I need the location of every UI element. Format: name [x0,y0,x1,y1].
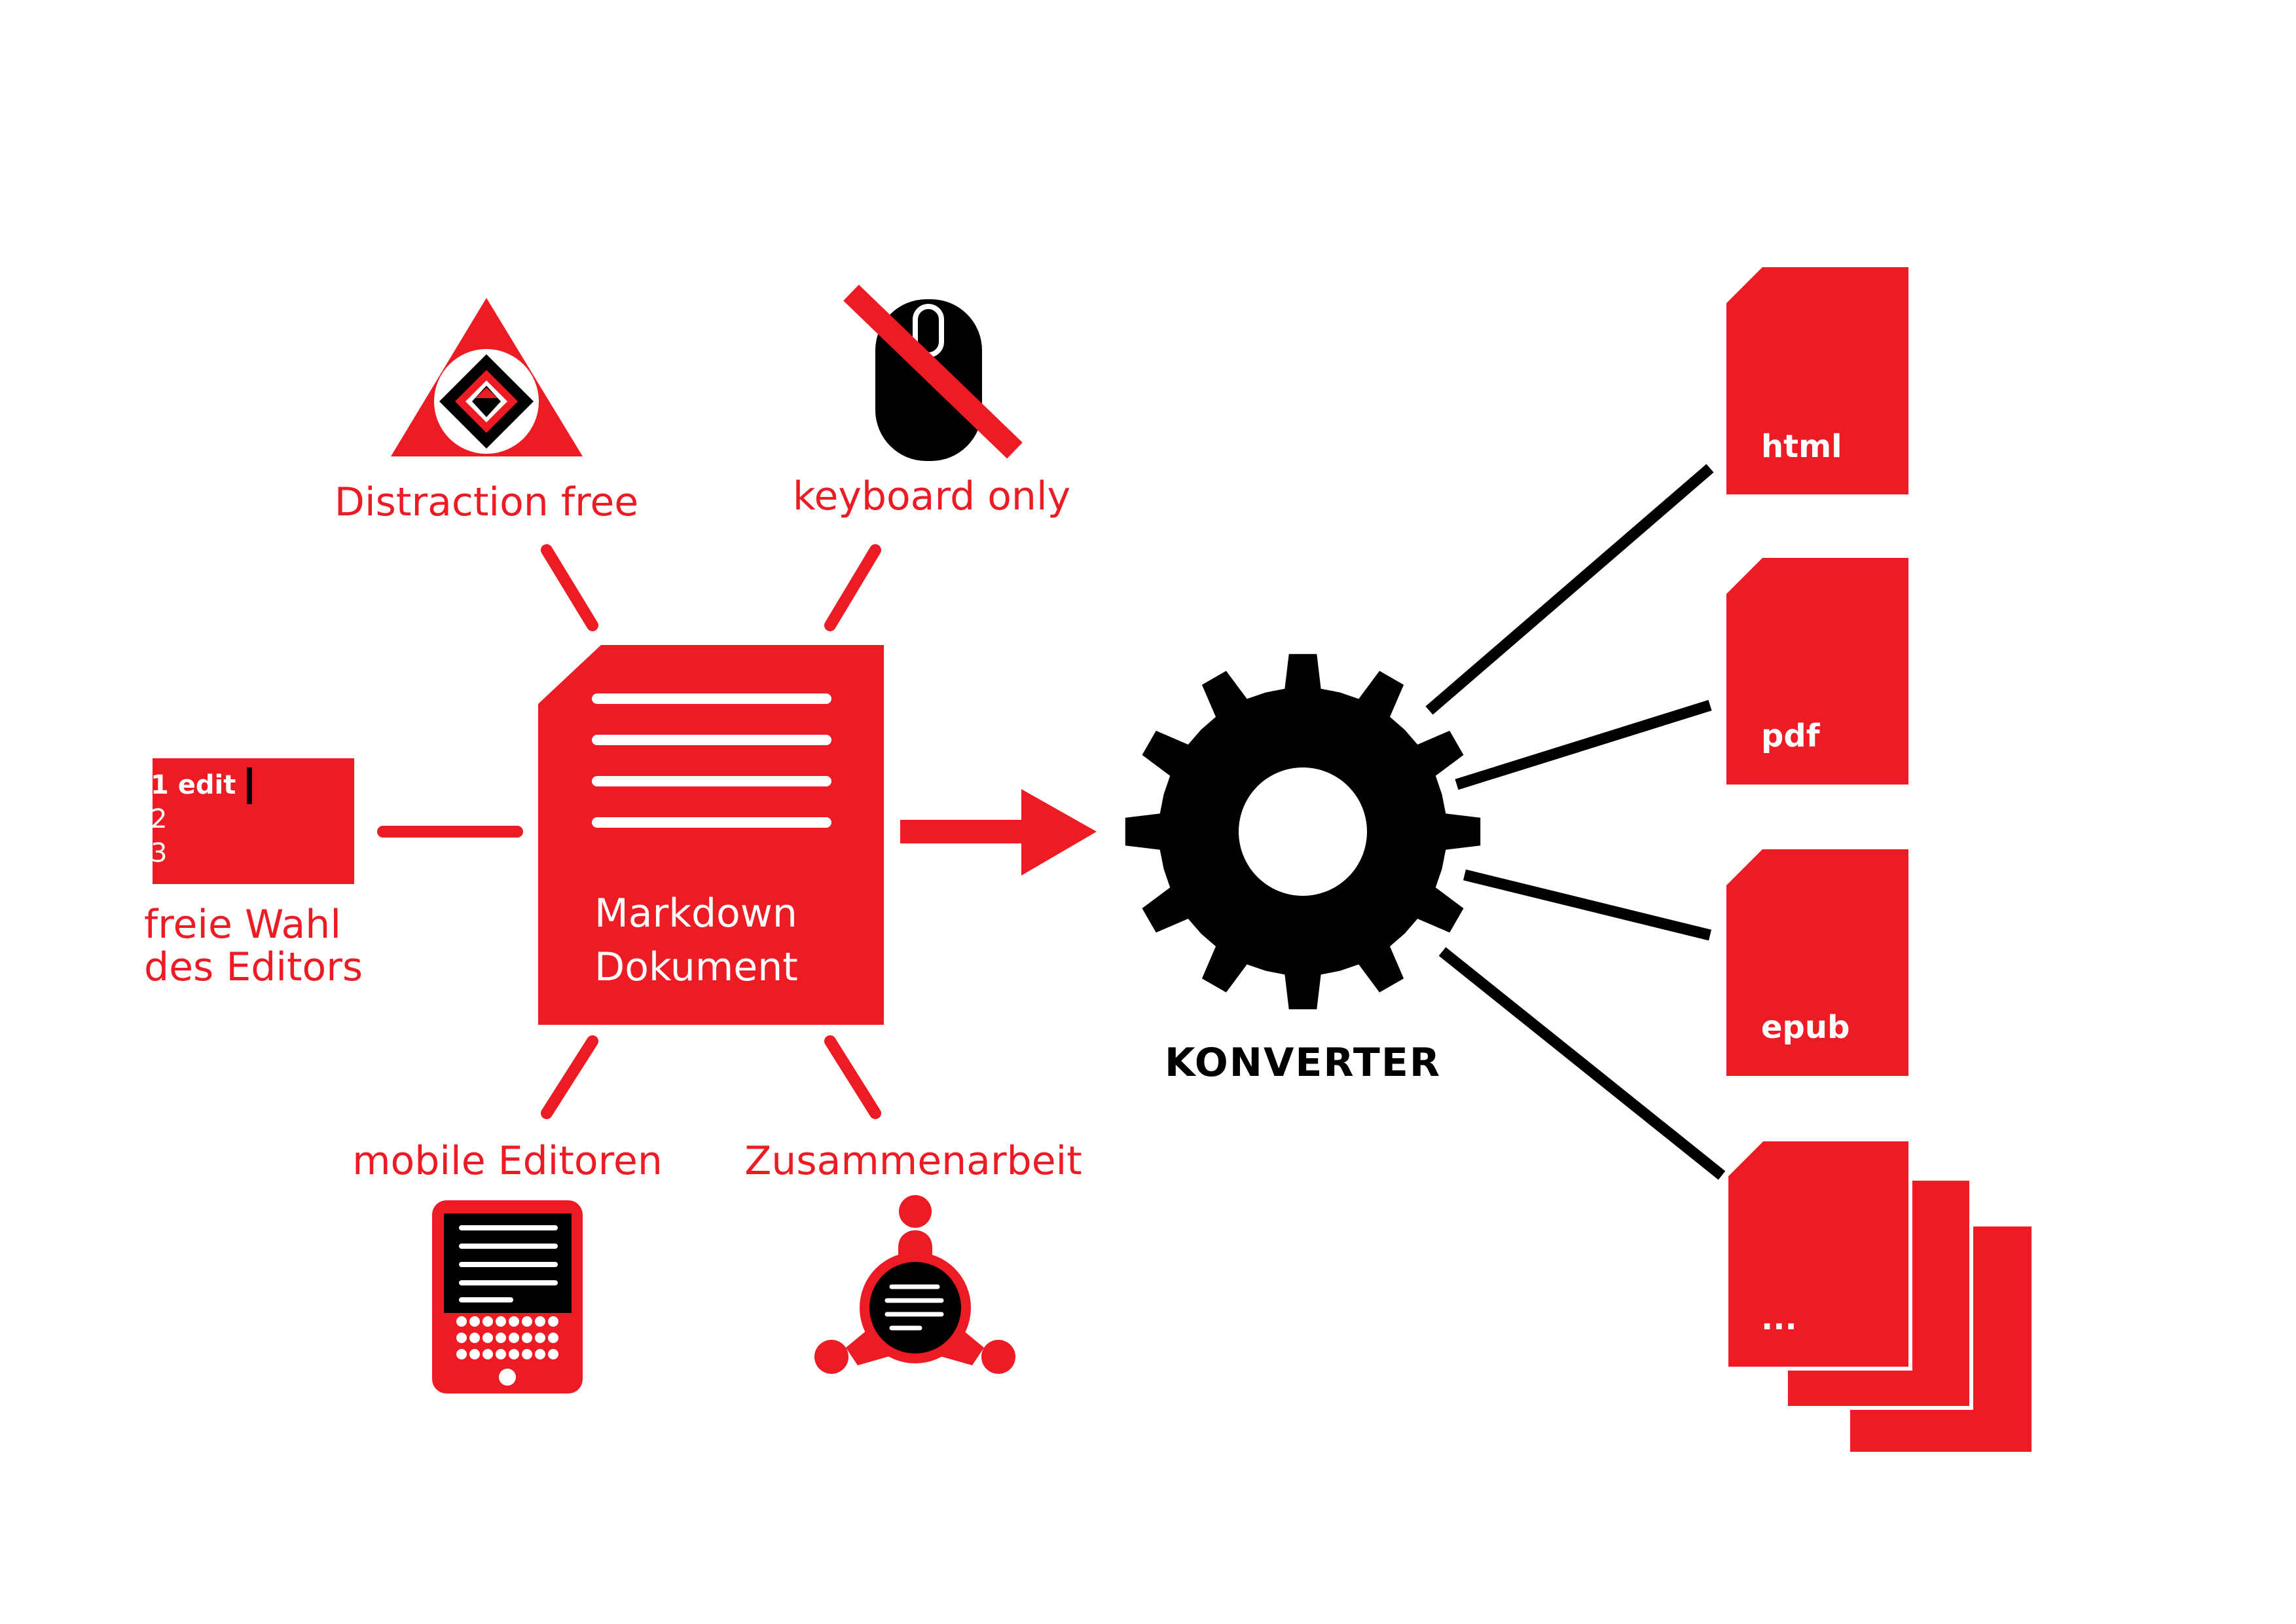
document-label-line2: Dokument [594,944,798,990]
file-icon [1726,267,1908,494]
keyboard-key [469,1349,480,1359]
keyboard-key [535,1333,545,1343]
feature-keyboard-only: keyboard only [793,284,1070,519]
keyboard-key [496,1316,506,1327]
file-icon [1726,558,1908,784]
collaboration-icon [814,1195,1015,1374]
arrow-head [1021,789,1097,876]
output-html: html [1726,267,1908,494]
mobile-device-icon [432,1200,583,1393]
keyboard-key [456,1333,467,1343]
keyboard-key [548,1316,558,1327]
connector-more [1438,947,1726,1180]
triangle-focus-icon [391,298,583,456]
feature-collaboration: Zusammenarbeit [744,1138,1082,1374]
keyboard-key [509,1333,519,1343]
output-more: ... [1724,1137,2035,1456]
converter-label: KONVERTER [1165,1040,1441,1086]
files-stack-icon [1724,1137,2035,1456]
file-icon [1726,849,1908,1076]
converter: KONVERTER [1125,654,1481,1086]
keyboard-key [509,1316,519,1327]
connector-mobile [541,1035,598,1119]
output-more-label: ... [1761,1301,1797,1337]
collaboration-label: Zusammenarbeit [744,1138,1082,1184]
output-epub-label: epub [1761,1009,1850,1046]
editor-line-1: 1 edit [151,770,236,800]
keyboard-key [509,1349,519,1359]
keyboard-key [456,1316,467,1327]
editor-window-icon: 1 edit 2 3 [151,758,354,884]
keyboard-key [535,1349,545,1359]
keyboard-key [483,1333,493,1343]
flow-arrow [900,789,1097,876]
keyboard-key [496,1349,506,1359]
keyboard-key [483,1349,493,1359]
connector-collab [824,1035,881,1119]
feature-connectors [377,544,881,1119]
gear-icon [1125,654,1481,1010]
feature-mobile-editors: mobile Editoren [352,1138,663,1393]
keyboard-key [535,1316,545,1327]
connector-distraction [541,544,598,631]
editor-choice-label-line1: freie Wahl [144,902,341,948]
connector-keyboard [824,544,881,631]
mobile-editors-label: mobile Editoren [352,1138,663,1184]
keyboard-key [483,1316,493,1327]
output-pdf-label: pdf [1761,718,1821,754]
no-mouse-icon [843,284,1023,461]
markdown-document: Markdown Dokument [538,645,884,1025]
keyboard-key [469,1333,480,1343]
document-label-line1: Markdown [594,891,797,936]
keyboard-key [522,1333,532,1343]
editor-line-3: 3 [151,838,167,868]
editor-choice-label-line2: des Editors [144,944,363,990]
text-cursor [247,767,252,804]
editor-line-2: 2 [151,804,167,834]
feature-editor-choice: 1 edit 2 3 freie Wahl des Editors [144,758,363,990]
output-epub: epub [1726,849,1908,1076]
document-text-lines [592,693,831,828]
keyboard-key [496,1333,506,1343]
feature-distraction-free: Distraction free [335,298,638,525]
connector-epub [1463,869,1712,941]
connector-html [1425,464,1714,715]
output-connectors [1425,464,1726,1180]
keyboard-keys [456,1316,558,1359]
keyboard-only-label: keyboard only [793,473,1070,519]
keyboard-key [522,1349,532,1359]
keyboard-key [522,1316,532,1327]
keyboard-key [548,1333,558,1343]
output-html-label: html [1761,428,1842,465]
keyboard-key [548,1349,558,1359]
keyboard-key [456,1349,467,1359]
output-pdf: pdf [1726,558,1908,784]
distraction-free-label: Distraction free [335,479,638,525]
keyboard-key [469,1316,480,1327]
connector-pdf [1455,699,1712,790]
